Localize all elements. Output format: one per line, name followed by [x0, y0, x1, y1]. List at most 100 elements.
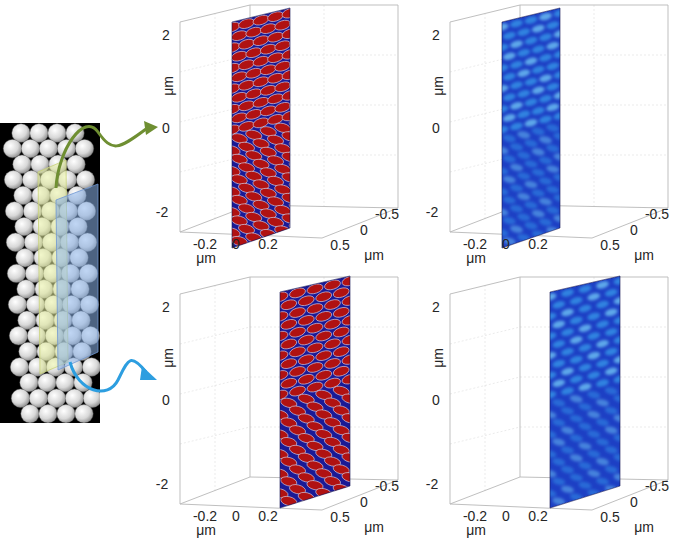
intensity-spot: [595, 319, 609, 329]
intensity-spot: [538, 176, 552, 185]
intensity-spot: [604, 288, 618, 298]
intensity-spot: [578, 461, 592, 470]
intensity-spot: [524, 139, 538, 148]
axis-unit: μm: [431, 348, 445, 368]
particle-section: [288, 200, 306, 213]
intensity-spot: [578, 303, 592, 313]
field-intensity: [495, 8, 575, 246]
plot-group: [180, 5, 668, 510]
intensity-spot: [552, 378, 566, 388]
axis-unit: μm: [196, 251, 216, 265]
slice-plane-blue: [56, 184, 98, 370]
plot-3d: [180, 274, 398, 510]
plane-background: [550, 276, 620, 508]
tick-label: -0.5: [645, 207, 669, 221]
tick-label: 2: [162, 28, 170, 42]
particle-section: [288, 139, 306, 152]
particle-section: [350, 302, 368, 315]
grid-line: [324, 5, 325, 206]
intensity-spot: [502, 216, 516, 225]
tick-label: 0.5: [330, 238, 349, 252]
intensity-spot: [578, 441, 592, 450]
axis-unit: μm: [161, 76, 175, 96]
intensity-spot: [524, 200, 538, 209]
intensity-spot: [509, 224, 523, 233]
intensity-spot: [546, 102, 560, 112]
intensity-spot: [595, 418, 609, 427]
intensity-spot: [587, 331, 601, 341]
intensity-spot: [560, 406, 574, 415]
tick-label: 0: [162, 121, 170, 135]
intensity-spot: [502, 113, 516, 123]
tick-label: 0.5: [330, 510, 349, 524]
intensity-spot: [604, 366, 618, 376]
intensity-spot: [578, 382, 592, 392]
intensity-spot: [569, 473, 583, 482]
axis-frame: [450, 477, 520, 504]
tick-label: 0: [232, 509, 240, 523]
intensity-spot: [531, 188, 545, 197]
axis-frame: [520, 277, 668, 278]
intensity-spot: [622, 382, 636, 391]
intensity-spot: [578, 402, 592, 411]
intensity-spot: [560, 17, 574, 27]
particle-section: [288, 35, 306, 48]
intensity-spot: [531, 24, 545, 34]
particle-section: [332, 483, 350, 496]
intensity-spot: [560, 202, 574, 211]
intensity-spot: [502, 92, 516, 102]
tick-label: 0.5: [600, 238, 619, 252]
grid-line: [594, 5, 595, 206]
particle-section: [288, 221, 306, 234]
intensity-spot: [569, 374, 583, 384]
axis-unit: μm: [466, 523, 486, 537]
intensity-spot: [569, 434, 583, 443]
intensity-spot: [569, 394, 583, 403]
intensity-spot: [538, 197, 552, 206]
intensity-spot: [546, 144, 560, 153]
tick-label: -0.5: [375, 207, 399, 221]
slice-plane: [495, 8, 575, 248]
tick-label: -0.5: [375, 479, 399, 493]
slice-plane: [223, 6, 307, 248]
axis-frame: [250, 277, 251, 477]
intensity-spot: [531, 65, 545, 75]
intensity-spot: [622, 461, 636, 470]
axis-frame: [180, 294, 181, 504]
intensity-spot: [578, 422, 592, 431]
intensity-spot: [552, 398, 566, 407]
intensity-spot: [578, 343, 592, 353]
tick-label: 0: [432, 121, 440, 135]
intensity-spot: [587, 410, 601, 419]
axis-unit: μm: [196, 523, 216, 537]
arrow-head: [144, 121, 158, 135]
plot-3d: [450, 276, 668, 510]
intensity-spot: [560, 140, 574, 149]
intensity-spot: [569, 296, 583, 306]
axis-frame: [450, 5, 520, 22]
intensity-spot: [578, 481, 592, 490]
plane-outline: [502, 8, 560, 248]
intensity-spot: [546, 82, 560, 92]
particle-section: [288, 15, 306, 28]
intensity-spot: [509, 204, 523, 213]
intensity-spot: [604, 347, 618, 357]
intensity-spot: [524, 180, 538, 189]
intensity-spot: [531, 127, 545, 136]
intensity-spot: [604, 386, 618, 395]
intensity-spot: [622, 362, 636, 372]
sphere: [6, 233, 24, 251]
sphere: [3, 139, 21, 157]
tick-label: 0: [360, 495, 368, 509]
intensity-spot: [552, 496, 566, 505]
intensity-spot: [622, 284, 636, 294]
intensity-spot: [560, 37, 574, 47]
intensity-spot: [595, 339, 609, 349]
tick-label: -0.2: [193, 509, 217, 523]
intensity-spot: [569, 335, 583, 345]
axis-unit: μm: [634, 520, 654, 534]
intensity-spot: [552, 300, 566, 310]
intensity-spot: [546, 185, 560, 194]
intensity-spot: [560, 222, 574, 231]
